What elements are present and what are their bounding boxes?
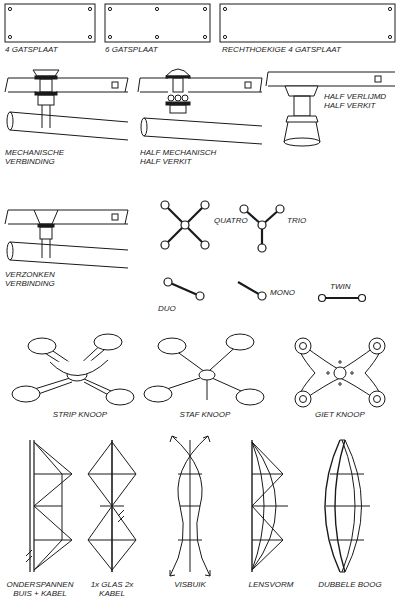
part-label: STRIP KNOOP	[35, 410, 125, 419]
part-label: QUATRO	[214, 216, 259, 225]
part-label: DUBBELE BOOG	[310, 580, 390, 589]
mechanical-joint	[5, 70, 128, 140]
countersunk-joint	[5, 210, 128, 268]
part-label: 6 GATSPLAAT	[105, 45, 210, 54]
part-label: VERZONKEN VERBINDING	[5, 270, 77, 288]
part-label: GIET KNOOP	[295, 410, 385, 419]
part-label: HALF VERLIJMD HALF VERKIT	[324, 92, 398, 110]
plates	[5, 4, 395, 42]
part-label: 4 GATSPLAAT	[5, 45, 100, 54]
trusses	[26, 436, 370, 576]
half-mechanical-joint	[138, 69, 262, 144]
part-label: VISBUIK	[160, 580, 220, 589]
part-label: STAF KNOOP	[160, 410, 250, 419]
part-label: MECHANISCHE VERBINDING	[5, 148, 77, 166]
part-label: RECHTHOEKIGE 4 GATSPLAAT	[222, 45, 392, 54]
rod-node	[144, 334, 264, 405]
strip-node	[12, 334, 134, 405]
spider-eyes	[161, 201, 366, 302]
part-label: DUO	[158, 304, 188, 313]
part-label: TWIN	[330, 282, 362, 291]
part-label: 1x GLAS 2x KABEL	[88, 580, 136, 598]
part-label: HALF MECHANISCH HALF VERKIT	[140, 148, 230, 166]
spider-fittings	[165, 205, 362, 298]
part-label: ONDERSPANNEN BUIS + KABEL	[4, 580, 76, 598]
cast-node	[295, 338, 385, 407]
part-label: MONO	[270, 288, 302, 297]
part-label: TRIO	[287, 216, 317, 225]
part-label: LENSVORM	[236, 580, 306, 589]
